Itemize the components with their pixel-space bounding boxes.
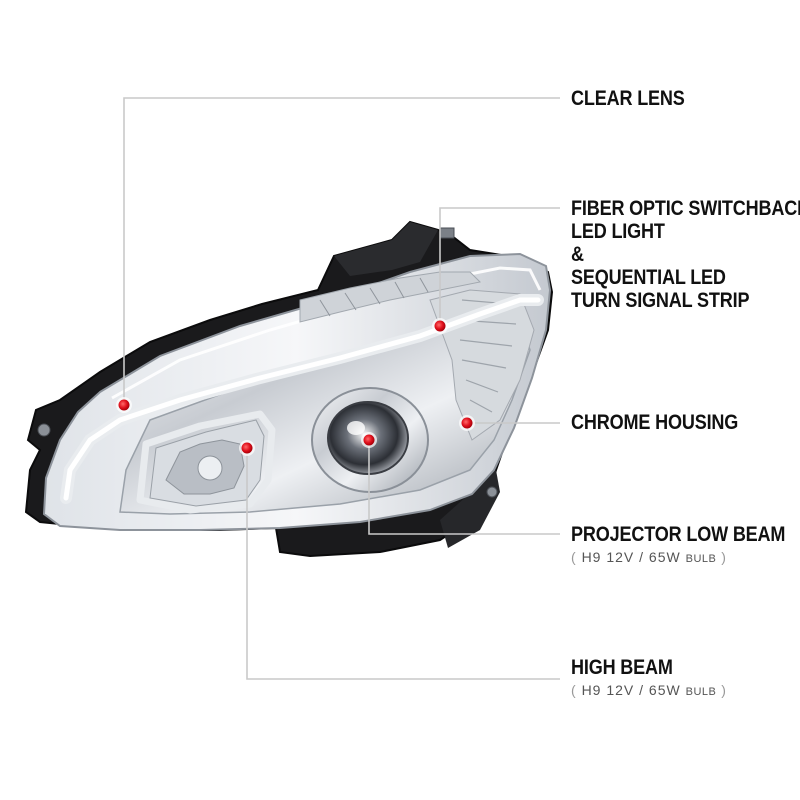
spec-close-paren: ) xyxy=(721,549,727,565)
spec-open-paren: ( xyxy=(571,682,577,698)
callout-projector-low-beam-spec: ( H9 12V / 65W BULB ) xyxy=(571,549,727,565)
leader-line-clear-lens xyxy=(123,97,560,405)
callout-projector-low-beam-label: PROJECTOR LOW BEAM xyxy=(571,523,786,546)
callout-chrome-housing: CHROME HOUSING xyxy=(571,411,738,434)
callout-high-beam-label: HIGH BEAM xyxy=(571,656,673,679)
marker-fiber-optic xyxy=(432,318,448,334)
marker-projector xyxy=(361,432,377,448)
callout-high-beam-spec: ( H9 12V / 65W BULB ) xyxy=(571,682,727,698)
spec-open-paren: ( xyxy=(571,549,577,565)
high-beam-reflector xyxy=(149,419,265,507)
callout-fiber-optic-line-4: SEQUENTIAL LED xyxy=(571,266,726,289)
leader-line-projector xyxy=(368,440,560,535)
markers xyxy=(116,318,475,456)
leader-line-high-beam xyxy=(246,448,560,680)
callout-clear-lens-label: CLEAR LENS xyxy=(571,87,685,110)
marker-chrome-housing xyxy=(459,415,475,431)
spec-main: H9 12V / 65W xyxy=(581,682,681,698)
callout-fiber-optic-line-5: TURN SIGNAL STRIP xyxy=(571,289,750,312)
spec-unit: BULB xyxy=(685,553,717,565)
leader-lines xyxy=(123,97,560,680)
callout-projector-low-beam: PROJECTOR LOW BEAM xyxy=(571,523,785,546)
callout-fiber-optic-line-1: FIBER OPTIC SWITCHBACK xyxy=(571,197,800,220)
callout-fiber-optic-line-3: & xyxy=(571,243,584,266)
fiber-optic-led-strip xyxy=(60,294,544,514)
spec-main: H9 12V / 65W xyxy=(581,549,681,565)
callout-chrome-housing-label: CHROME HOUSING xyxy=(571,411,739,434)
callout-high-beam: HIGH BEAM xyxy=(571,656,673,679)
spec-unit: BULB xyxy=(685,686,717,698)
marker-clear-lens xyxy=(116,397,132,413)
spec-close-paren: ) xyxy=(721,682,727,698)
leader-line-fiber-optic xyxy=(439,207,560,326)
callout-fiber-optic: FIBER OPTIC SWITCHBACK LED LIGHT & SEQUE… xyxy=(571,197,800,312)
marker-high-beam xyxy=(239,440,255,456)
callout-clear-lens: CLEAR LENS xyxy=(571,87,685,110)
callout-fiber-optic-line-2: LED LIGHT xyxy=(571,220,665,243)
